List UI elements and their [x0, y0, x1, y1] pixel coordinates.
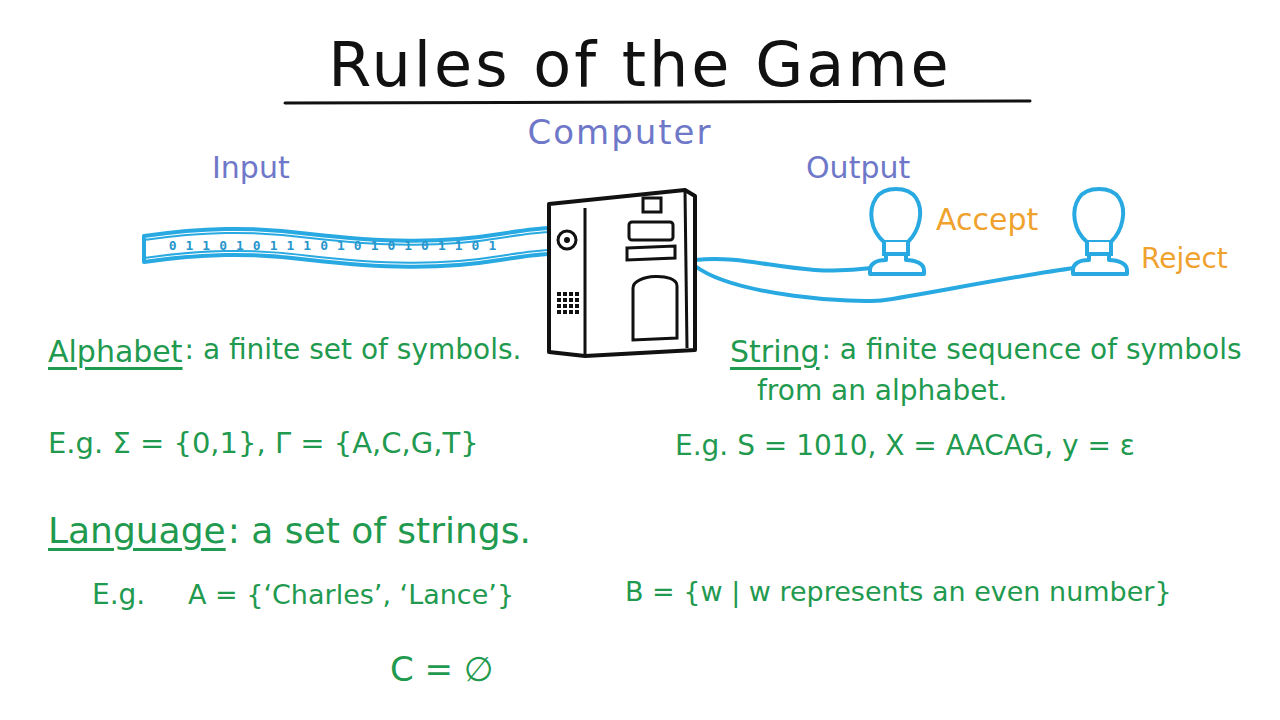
case-edge — [584, 208, 587, 356]
bulb-glass — [1074, 189, 1123, 242]
vent-grid — [557, 292, 579, 314]
output-label: Accept — [936, 202, 1038, 238]
vent-hole — [563, 310, 567, 314]
computer-label: Computer — [527, 112, 712, 152]
title-underline — [285, 101, 1030, 103]
language-example: C = ∅ — [390, 645, 493, 694]
drive-slot — [643, 198, 661, 212]
output-label: Reject — [1141, 242, 1228, 276]
vent-hole — [557, 298, 561, 302]
vent-hole — [557, 292, 561, 296]
light-bulb — [862, 180, 932, 280]
vent-hole — [563, 292, 567, 296]
computer-case — [545, 188, 703, 360]
definition: : a finite sequence of symbols from an a… — [730, 330, 1280, 411]
title: Rules of the Game — [328, 28, 951, 101]
definition: : a finite set of symbols. — [48, 330, 575, 371]
light-bulb — [1065, 180, 1135, 280]
vent-hole — [575, 298, 579, 302]
language-example: A = {‘Charles’, ‘Lance’} — [188, 575, 514, 614]
vent-hole — [575, 304, 579, 308]
vent-hole — [563, 304, 567, 308]
power-button — [558, 231, 576, 249]
power-button — [564, 237, 570, 243]
vent-hole — [569, 304, 573, 308]
term-word: String — [730, 330, 820, 374]
vent-hole — [575, 292, 579, 296]
case-door — [633, 276, 677, 340]
reject-bulb: Reject — [1065, 180, 1270, 288]
tape-bits: 01101011101010101101 — [169, 239, 506, 253]
bulb-base — [1073, 254, 1127, 274]
term-word: Language — [48, 505, 226, 557]
output-wire — [695, 259, 872, 270]
example: E.g. Σ = {0,1}, Γ = {A,C,G,T} — [48, 422, 479, 464]
io-label: Output — [806, 146, 910, 190]
example-prefix: E.g. — [92, 575, 145, 616]
io-label: Input — [212, 146, 290, 190]
vent-hole — [569, 292, 573, 296]
vent-hole — [575, 310, 579, 314]
accept-bulb: Accept — [862, 180, 1062, 288]
example: E.g. S = 1010, X = AACAG, y = ε — [675, 426, 1135, 467]
tape-outline — [144, 228, 552, 267]
vent-hole — [569, 310, 573, 314]
input-tape: 01101011101010101101 — [140, 210, 554, 270]
definition: : a set of strings. — [228, 505, 531, 557]
drive-bay — [629, 222, 673, 240]
vent-hole — [557, 310, 561, 314]
vent-hole — [563, 298, 567, 302]
bulb-base — [870, 254, 924, 274]
computer: Computer — [505, 112, 735, 362]
bulb-glass — [871, 189, 920, 242]
case-outline — [549, 190, 695, 356]
language-example: B = {w | w represents an even number} — [625, 572, 1280, 611]
vent-hole — [569, 298, 573, 302]
drive-bay — [627, 246, 675, 260]
term-word: Alphabet — [48, 330, 183, 374]
vent-hole — [557, 304, 561, 308]
case-edge — [685, 190, 687, 348]
